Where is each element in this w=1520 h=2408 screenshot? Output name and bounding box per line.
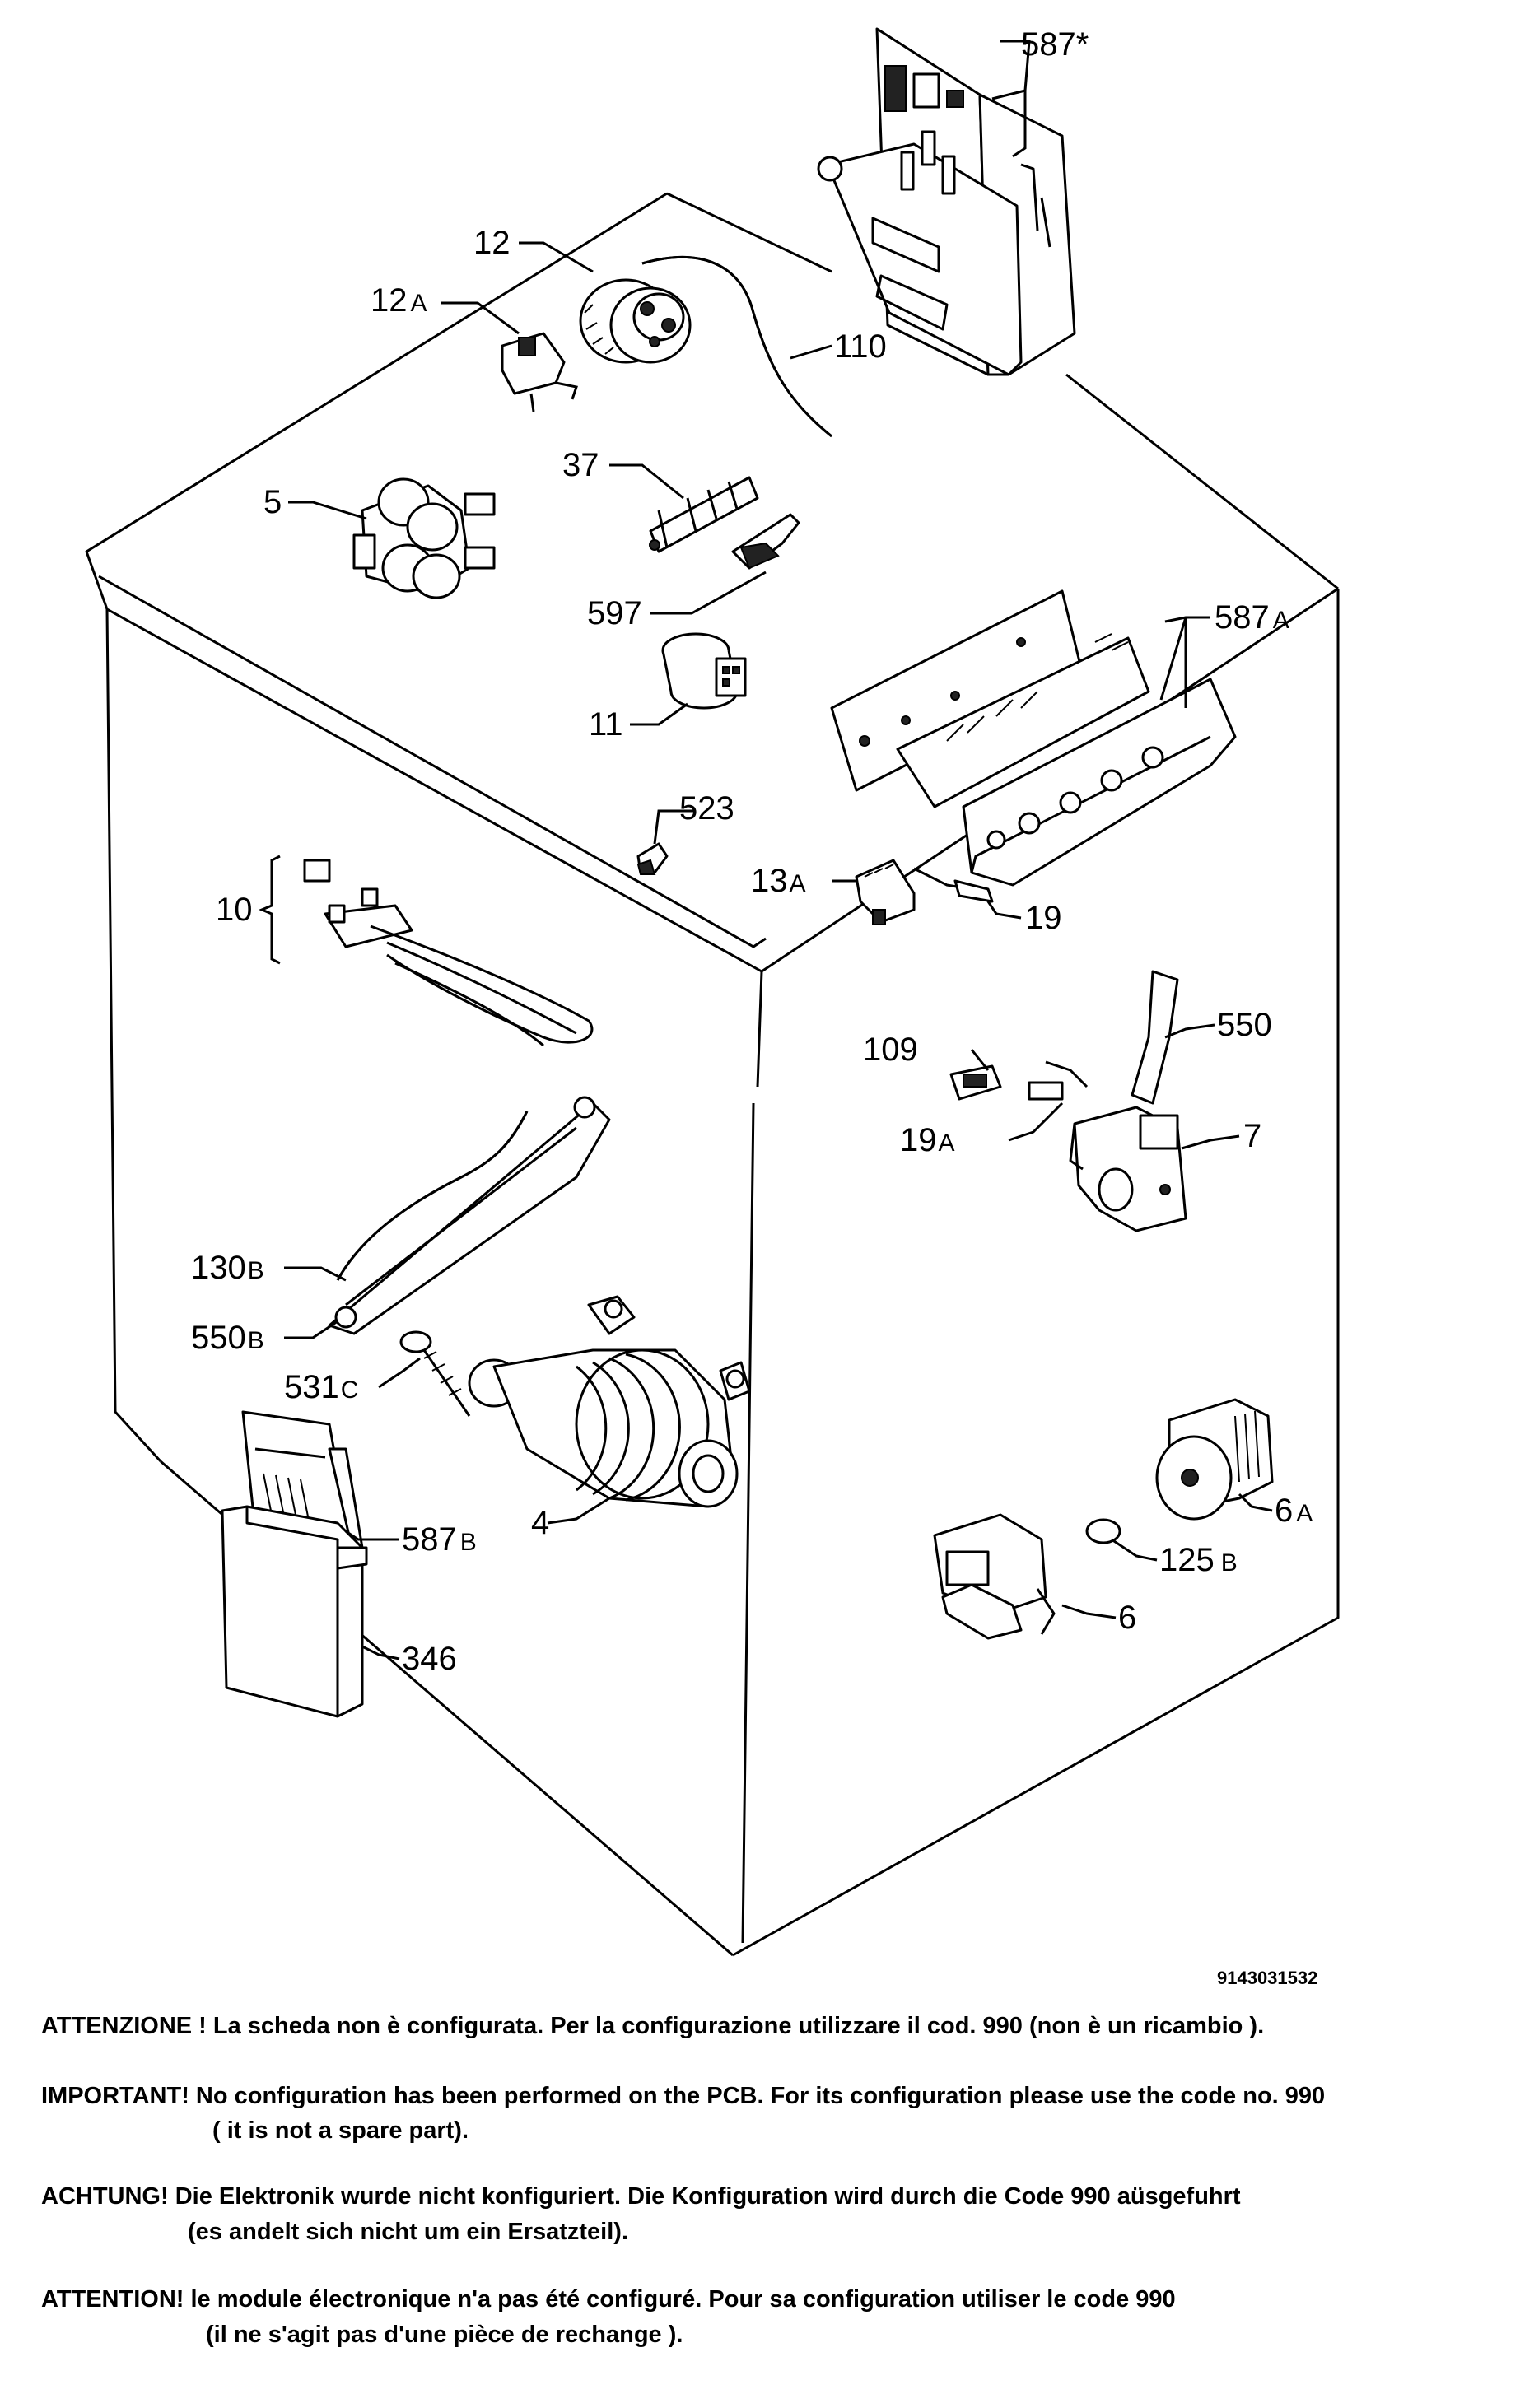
part-12a-small-pressure-switch (501, 332, 578, 412)
label-19a: 19A (900, 1122, 955, 1158)
part-550b-cable-guide (328, 1096, 611, 1335)
part-37-terminal-block (649, 476, 759, 553)
note-english-line2: ( it is not a spare part). (212, 2117, 469, 2144)
part-587-star-control-pcb (817, 27, 1076, 376)
note-french-line2: (il ne s'agit pas d'une pièce de rechang… (206, 2322, 683, 2348)
part-523-clip (636, 842, 669, 875)
label-130b: 130B (191, 1250, 264, 1286)
label-11: 11 (589, 706, 623, 743)
part-587b-module (241, 1410, 364, 1549)
note-french-line1: ATTENTION! le module électronique n'a pa… (41, 2286, 1176, 2313)
label-12: 12 (473, 225, 511, 261)
part-10-heating-element (303, 859, 594, 1047)
part-130b-seal (336, 1111, 529, 1281)
part-13a-connector (855, 859, 916, 925)
part-19a-sensor (1028, 1060, 1089, 1101)
part-125b-seal-ring (1085, 1518, 1121, 1544)
note-german-line1: ACHTUNG! Die Elektronik wurde nicht konf… (41, 2183, 1241, 2210)
part-109-cap (949, 1064, 1002, 1101)
label-587-star: 587* (1021, 26, 1089, 63)
part-110-hose (641, 256, 832, 438)
label-109: 109 (863, 1032, 918, 1068)
note-italian: ATTENZIONE ! La scheda non è configurata… (41, 2013, 1265, 2039)
part-12-pressure-switch (579, 278, 692, 364)
label-5: 5 (263, 484, 282, 520)
label-7: 7 (1243, 1118, 1261, 1154)
part-587a-selector-boards (830, 589, 1237, 887)
label-550b: 550B (191, 1320, 264, 1356)
drawing-code-number: 9143031532 (1217, 1968, 1318, 1988)
label-531c: 531C (284, 1369, 358, 1405)
part-5-water-valve (352, 477, 496, 599)
part-550-handle (1131, 970, 1179, 1105)
label-37: 37 (562, 447, 599, 483)
part-346-module-cover (221, 1505, 368, 1718)
label-346: 346 (402, 1641, 457, 1677)
label-6: 6 (1118, 1600, 1136, 1636)
label-10: 10 (216, 892, 253, 928)
part-531c-bolt (399, 1330, 471, 1417)
note-english-line1: IMPORTANT! No configuration has been per… (41, 2083, 1326, 2109)
label-597: 597 (587, 595, 642, 631)
label-550: 550 (1217, 1007, 1272, 1043)
part-19-sensor (913, 867, 994, 903)
part-6a-drain-pump (1155, 1398, 1274, 1521)
label-110: 110 (834, 328, 887, 365)
part-597-lever (731, 513, 800, 570)
label-19: 19 (1025, 900, 1062, 936)
label-13a: 13A (751, 863, 806, 899)
part-11-interference-filter (661, 632, 747, 710)
part-4-motor (468, 1295, 751, 1508)
note-german-line2: (es andelt sich nicht um ein Ersatzteil)… (188, 2219, 629, 2245)
leader-lines (259, 40, 1273, 1660)
part-7-door-interlock (1069, 1106, 1187, 1232)
label-523: 523 (679, 790, 734, 827)
label-4: 4 (531, 1505, 549, 1541)
part-6-pump (933, 1513, 1056, 1640)
